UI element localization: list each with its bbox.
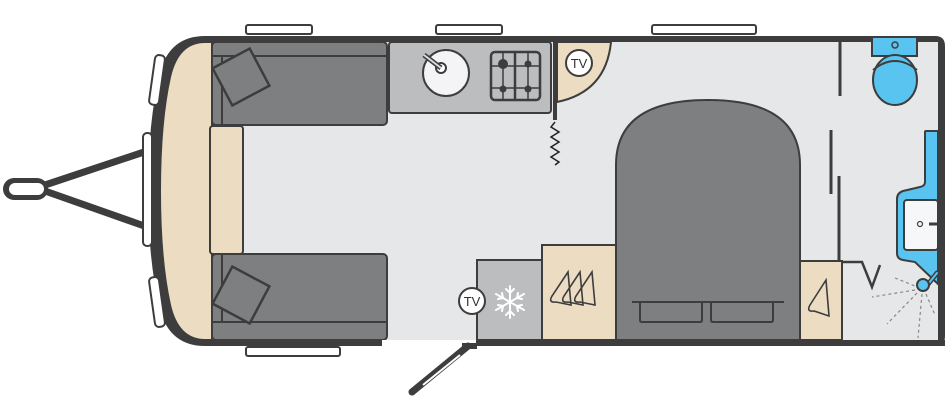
front-table xyxy=(209,125,244,255)
entrance-door[interactable] xyxy=(380,340,477,396)
cushion-icon xyxy=(210,264,272,326)
fridge xyxy=(476,259,543,341)
hanger-icon xyxy=(807,277,830,318)
tv-label-top: TV xyxy=(571,56,588,71)
curtain-icon xyxy=(549,121,561,166)
bed-drawer-icon xyxy=(710,302,774,323)
window-top-3 xyxy=(651,24,757,35)
front-window-center xyxy=(142,132,153,247)
wardrobe-right xyxy=(799,260,843,341)
shower-tray-edge xyxy=(843,260,882,291)
bottom-lounge-seat xyxy=(210,253,388,341)
front-window-top xyxy=(148,54,166,106)
window-bottom xyxy=(245,346,341,357)
a-frame-hitch xyxy=(3,146,154,232)
front-window-bottom xyxy=(148,276,166,328)
hob-icon xyxy=(489,50,542,102)
hanger-icon xyxy=(549,269,596,306)
bed-drawer-icon xyxy=(639,302,703,323)
kitchen-counter xyxy=(388,41,552,114)
tv-icon: TV xyxy=(565,49,593,77)
window-top-1 xyxy=(245,24,313,35)
island-bed xyxy=(615,98,801,341)
cushion-icon xyxy=(210,46,272,108)
shower-icon xyxy=(871,270,940,339)
tv-label-bottom: TV xyxy=(464,294,481,309)
tv-icon: TV xyxy=(458,287,486,315)
front-chest xyxy=(158,41,213,341)
washbasin-icon xyxy=(896,130,939,287)
snowflake-icon xyxy=(495,285,525,319)
window-top-2 xyxy=(435,24,503,35)
wardrobe-left xyxy=(541,244,617,341)
top-lounge-seat xyxy=(210,41,388,126)
toilet-icon xyxy=(871,36,918,106)
